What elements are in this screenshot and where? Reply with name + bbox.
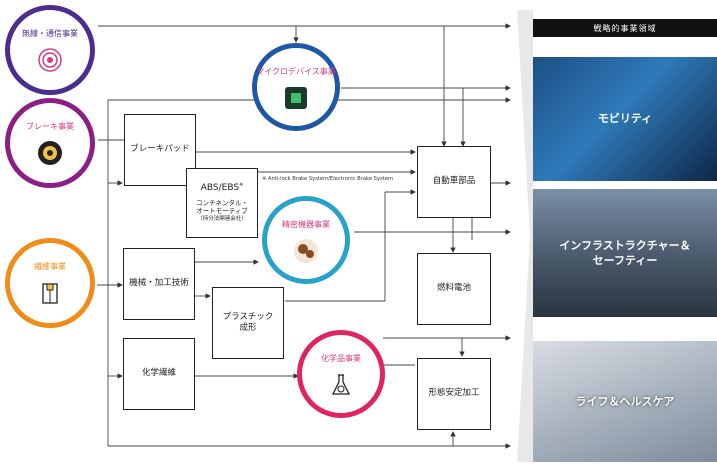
box-auto-parts: 自動車部品 — [417, 146, 491, 218]
box-machining: 機械・加工技術 — [123, 248, 195, 320]
infra-label-2: セーフティー — [592, 254, 658, 267]
business-wireless: 無線・通信事業 — [5, 5, 95, 95]
business-micro: マイクロデバイス事業 — [252, 43, 340, 131]
microchip-icon — [285, 87, 307, 109]
plastic-label-1: プラスチック — [222, 311, 274, 322]
box-abs-ebs: ABS/EBS※ コンチネンタル・ オートモーティブ （持分法関連会社） — [186, 168, 258, 238]
business-micro-label: マイクロデバイス事業 — [256, 67, 336, 76]
business-textile: 繊維事業 — [5, 238, 95, 328]
shape-stable-label: 形態安定加工 — [428, 388, 480, 399]
fuel-cell-label: 燃料電池 — [436, 283, 471, 294]
machining-label: 機械・加工技術 — [129, 278, 189, 289]
business-brake: ブレーキ事業 — [5, 98, 95, 188]
life-label: ライフ＆ヘルスケア — [575, 394, 675, 408]
box-shape-stable: 形態安定加工 — [417, 358, 491, 430]
business-chemical: 化学品事業 — [297, 330, 385, 418]
abs-sub-3: （持分法関連会社） — [197, 216, 247, 223]
abs-sub-1: コンチネンタル・ — [196, 198, 248, 207]
gears-icon — [294, 239, 318, 263]
business-textile-label: 繊維事業 — [34, 262, 66, 271]
abs-sub-2: オートモーティブ — [196, 207, 248, 216]
business-brake-label: ブレーキ事業 — [26, 122, 74, 131]
brake-pad-label: ブレーキパッド — [130, 144, 190, 155]
mobility-label: モビリティ — [597, 112, 653, 126]
panel-infrastructure: インフラストラクチャー＆ セーフティー — [533, 189, 717, 317]
panel-mobility: モビリティ — [533, 57, 717, 181]
shirt-icon — [42, 283, 58, 304]
brake-disc-icon — [38, 141, 62, 165]
business-precision: 精密機器事業 — [262, 196, 350, 284]
flask-icon — [331, 374, 351, 395]
box-plastic: プラスチック 成形 — [212, 287, 284, 359]
strategic-domain-header: 戦略的事業領域 — [533, 19, 717, 37]
plastic-label-2: 成形 — [239, 323, 257, 333]
box-brake-pad: ブレーキパッド — [124, 114, 196, 186]
business-precision-label: 精密機器事業 — [282, 220, 330, 229]
abs-footnote: ※ Anti-lock Brake System/Electronic Brak… — [262, 176, 394, 182]
box-chem-fiber: 化学繊維 — [123, 338, 195, 410]
chem-fiber-label: 化学繊維 — [141, 368, 176, 379]
business-chemical-label: 化学品事業 — [321, 354, 361, 363]
panel-life-health: ライフ＆ヘルスケア — [533, 341, 717, 462]
auto-parts-label: 自動車部品 — [432, 176, 476, 187]
wireless-icon — [38, 48, 62, 72]
box-fuel-cell: 燃料電池 — [417, 253, 491, 325]
infra-label-1: インフラストラクチャー＆ — [559, 238, 691, 252]
business-wireless-label: 無線・通信事業 — [22, 29, 78, 38]
abs-title: ABS/EBS※ — [200, 182, 244, 194]
